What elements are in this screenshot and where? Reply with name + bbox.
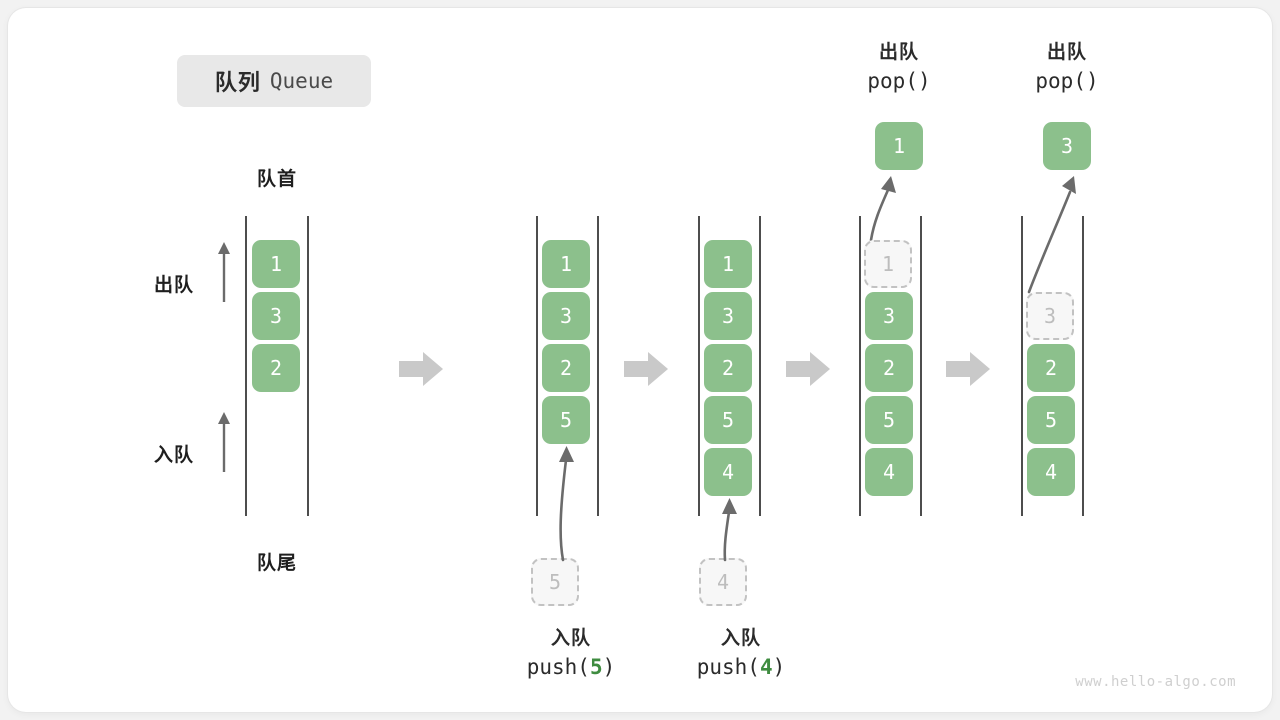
dequeue-label: 出队 <box>154 275 195 296</box>
queue-cell: 2 <box>1027 344 1075 392</box>
title-cn: 队列 <box>214 70 261 95</box>
queue-cell: 2 <box>865 344 913 392</box>
popped-element: 3 <box>1043 122 1091 170</box>
pop-arrow-3 <box>1027 176 1076 294</box>
push-5-op: push( <box>526 655 590 679</box>
pop-1-caption-cn: 出队 <box>878 42 919 63</box>
queue-cell: 3 <box>252 292 300 340</box>
step-separator-arrow <box>786 352 830 386</box>
queue-rail-right-pop3 <box>1082 216 1084 516</box>
queue-cell: 4 <box>1027 448 1075 496</box>
queue-cell: 3 <box>704 292 752 340</box>
push-5-close: ) <box>602 655 616 679</box>
push-arrow-5 <box>559 446 574 562</box>
queue-rail-right-pop1 <box>920 216 922 516</box>
queue-cell: 3 <box>865 292 913 340</box>
queue-rail-left-push5 <box>536 216 538 516</box>
watermark: www.hello-algo.com <box>1075 674 1236 690</box>
queue-cell: 1 <box>704 240 752 288</box>
push-4-arg: 4 <box>759 655 773 679</box>
pop-1-caption-code: pop() <box>867 69 931 93</box>
queue-cell: 2 <box>252 344 300 392</box>
step-separator-arrow <box>399 352 443 386</box>
queue-cell-removed: 1 <box>864 240 912 288</box>
push-5-caption-code: push(5) <box>456 652 686 682</box>
queue-cell: 2 <box>704 344 752 392</box>
diagram-title-chip: 队列 Queue <box>177 55 371 107</box>
pop-1-caption: 出队 pop() <box>804 40 994 96</box>
pop-3-caption-code: pop() <box>1035 69 1099 93</box>
enqueue-direction-arrow <box>218 412 230 472</box>
push-arrow-4 <box>722 498 737 562</box>
push-4-close: ) <box>772 655 786 679</box>
queue-rail-left-initial <box>245 216 247 516</box>
queue-cell: 5 <box>1027 396 1075 444</box>
queue-back-label: 队尾 <box>256 553 297 574</box>
pop-3-caption: 出队 pop() <box>972 40 1162 96</box>
push-5-caption-cn: 入队 <box>550 628 591 649</box>
queue-cell: 2 <box>542 344 590 392</box>
pop-3-caption-cn: 出队 <box>1046 42 1087 63</box>
queue-rail-left-pop1 <box>859 216 861 516</box>
queue-rail-left-pop3 <box>1021 216 1023 516</box>
queue-cell: 3 <box>542 292 590 340</box>
incoming-element-ghost: 5 <box>531 558 579 606</box>
queue-rail-right-initial <box>307 216 309 516</box>
step-separator-arrow <box>624 352 668 386</box>
queue-cell-removed: 3 <box>1026 292 1074 340</box>
push-4-caption: 入队 push(4) <box>626 626 856 682</box>
queue-cell: 1 <box>542 240 590 288</box>
push-4-op: push( <box>696 655 760 679</box>
queue-front-label: 队首 <box>256 169 297 190</box>
title-en: Queue <box>269 69 334 93</box>
dequeue-direction-arrow <box>218 242 230 302</box>
queue-rail-right-push5 <box>597 216 599 516</box>
queue-cell: 4 <box>704 448 752 496</box>
incoming-element-ghost: 4 <box>699 558 747 606</box>
enqueue-label: 入队 <box>154 445 195 466</box>
push-5-caption: 入队 push(5) <box>456 626 686 682</box>
queue-rail-left-push4 <box>698 216 700 516</box>
pop-arrow-1 <box>869 176 896 242</box>
queue-cell: 4 <box>865 448 913 496</box>
queue-cell: 5 <box>865 396 913 444</box>
push-5-arg: 5 <box>589 655 603 679</box>
popped-element: 1 <box>875 122 923 170</box>
queue-cell: 5 <box>542 396 590 444</box>
queue-cell: 1 <box>252 240 300 288</box>
queue-rail-right-push4 <box>759 216 761 516</box>
push-4-caption-cn: 入队 <box>720 628 761 649</box>
diagram-card: 队列 Queue 队首 队尾 出队 入队 1 3 2 1 3 2 5 5 入队 … <box>8 8 1272 712</box>
step-separator-arrow <box>946 352 990 386</box>
push-4-caption-code: push(4) <box>626 652 856 682</box>
queue-cell: 5 <box>704 396 752 444</box>
